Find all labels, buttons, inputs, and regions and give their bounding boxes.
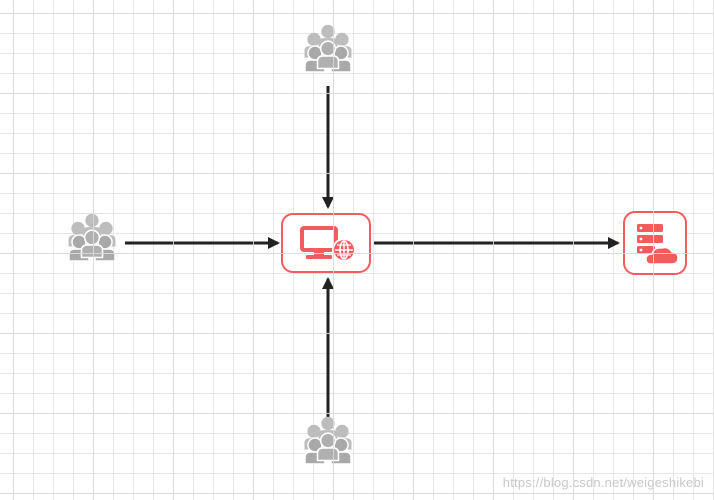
web-server-node[interactable] [281,213,371,273]
users-top-node[interactable] [305,25,352,72]
user-group-icon [69,214,116,261]
user-group-icon [305,417,352,464]
edges [125,86,620,418]
server-cloud-icon [637,224,679,265]
users-left-node[interactable] [69,214,116,261]
cloud-server-node[interactable] [623,211,687,275]
users-bottom-node[interactable] [305,417,352,464]
user-group-icon [305,25,352,72]
computer-globe-icon [300,226,356,262]
watermark-text: https://blog.csdn.net/weigeshikebi [502,475,704,490]
